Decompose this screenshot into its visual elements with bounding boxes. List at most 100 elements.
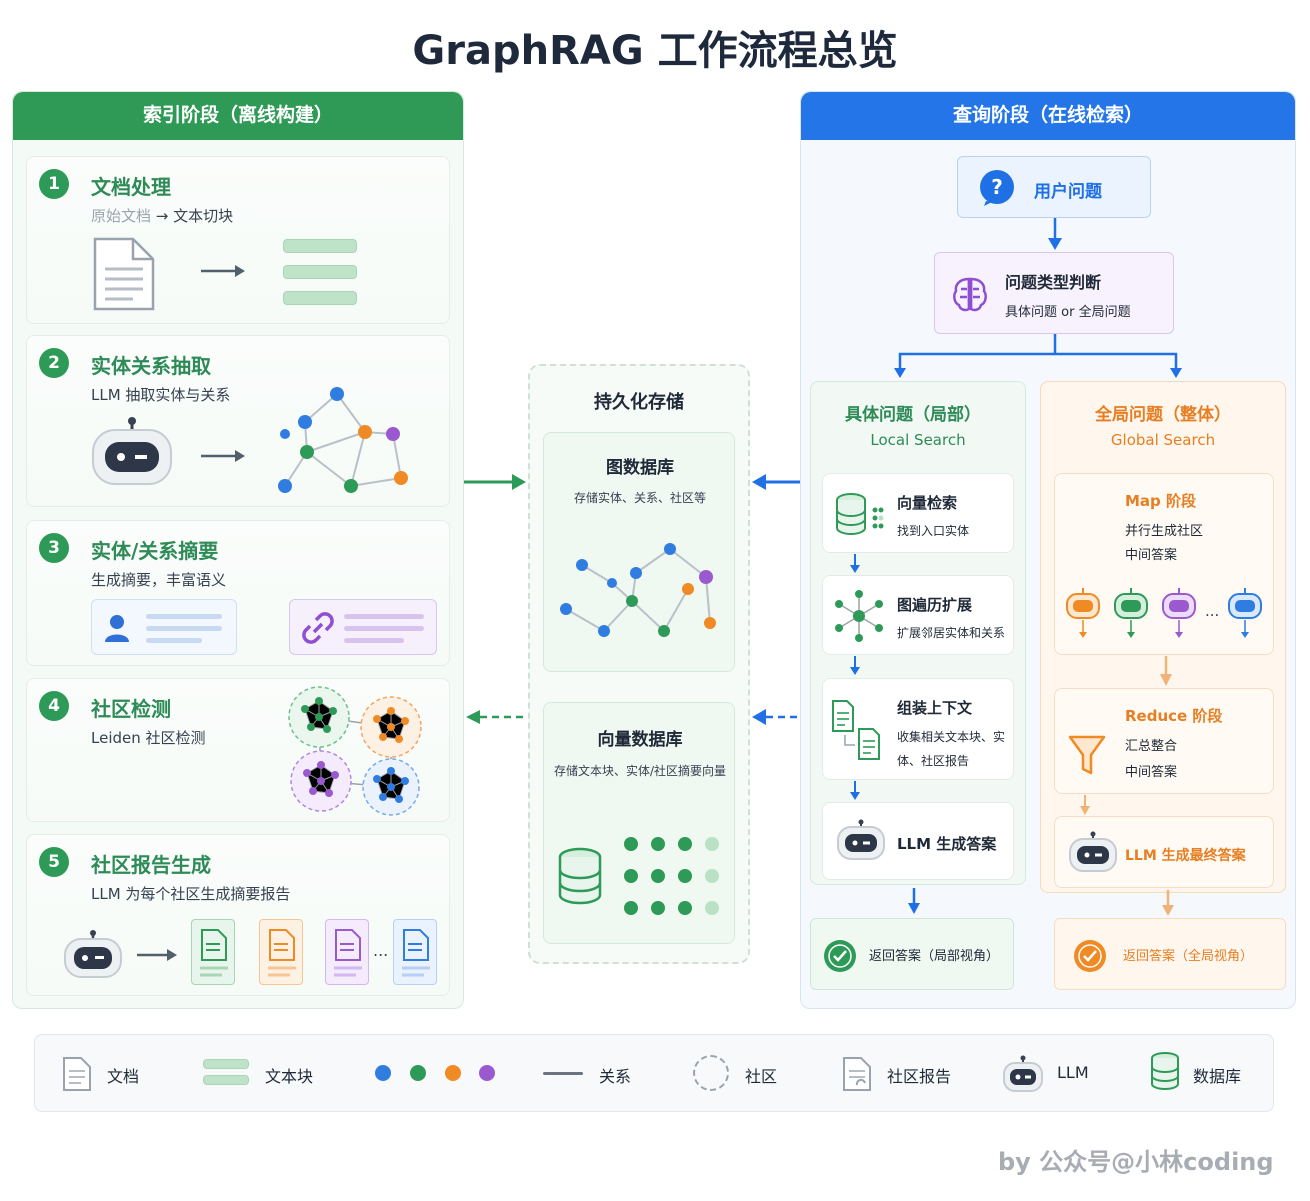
step-title: 实体关系抽取: [91, 354, 211, 378]
map-title: Map 阶段: [1125, 492, 1197, 510]
robot-icon: [1069, 831, 1117, 872]
step-document-processing: 1 文档处理 原始文档 → 文本切块: [26, 156, 450, 324]
text-chunk: [283, 291, 357, 305]
indexing-header: 索引阶段（离线构建）: [13, 92, 463, 140]
step-subtitle: LLM 为每个社区生成摘要报告: [91, 885, 291, 903]
legend-community: 社区: [745, 1067, 778, 1086]
chunk-label: 文本切块: [173, 207, 234, 225]
community-report-green: [191, 919, 235, 985]
community-clusters-icon: [288, 686, 422, 816]
step-community-report: 5 社区报告生成 LLM 为每个社区生成摘要报告 ...: [26, 834, 450, 996]
arrow-down-icon: [1160, 656, 1172, 686]
user-icon: [105, 615, 129, 642]
global-answer-box: 返回答案（全局视角）: [1054, 918, 1286, 990]
text-chunk: [283, 265, 357, 279]
robot-icon: [837, 819, 885, 860]
local-answer-box: 返回答案（局部视角）: [810, 918, 1014, 990]
step-title: 图遍历扩展: [897, 596, 973, 614]
arrow-down-icon: [1162, 890, 1174, 916]
watermark: by 公众号@小林coding: [998, 1148, 1274, 1176]
reduce-sub1: 汇总整合: [1125, 739, 1178, 754]
local-step-llm-answer: LLM 生成答案: [822, 802, 1014, 880]
step-sub: 找到入口实体: [897, 524, 970, 538]
step-sub: 收集相关文本块、实体、社区报告: [897, 730, 1006, 768]
map-sub1: 并行生成社区: [1125, 524, 1204, 539]
parallel-robots-icon: [1066, 588, 1262, 638]
storage-title: 持久化存储: [594, 392, 684, 413]
raw-doc-label: 原始文档: [91, 207, 152, 225]
legend: 文档 文本块 关系 社区 社区报告 LLM 数据库: [34, 1034, 1274, 1112]
arrow-down-icon: [850, 781, 860, 800]
legend-text-chunk: 文本块: [265, 1067, 314, 1086]
step-entity-extraction: 2 实体关系抽取 LLM 抽取实体与关系: [26, 335, 450, 507]
arrow-down-icon: [850, 554, 860, 573]
arrow-storage-to-index: [466, 710, 528, 724]
link-icon: [302, 612, 334, 644]
step-title: LLM 生成答案: [897, 835, 997, 853]
step-title: 社区检测: [91, 697, 171, 721]
local-title: 具体问题（局部）: [845, 405, 981, 425]
arrow-down-icon: [1080, 795, 1090, 815]
robot-icon: [1003, 1055, 1043, 1092]
step-community-detection: 4 社区检测 Leiden 社区检测: [26, 678, 450, 822]
relation-line-icon: [543, 1072, 583, 1075]
graph-db-card: 图数据库 存储实体、关系、社区等: [543, 432, 735, 672]
step-title: 向量检索: [897, 494, 958, 512]
legend-llm: LLM: [1057, 1063, 1089, 1082]
local-step-graph-traversal: 图遍历扩展 扩展邻居实体和关系: [822, 575, 1014, 655]
legend-relation: 关系: [599, 1067, 632, 1086]
global-title: 全局问题（整体）: [1095, 405, 1231, 425]
graph-db-title: 图数据库: [606, 458, 674, 478]
step-title: 组装上下文: [897, 699, 973, 717]
context-docs-icon: [832, 700, 880, 760]
final-llm-label: LLM 生成最终答案: [1125, 848, 1246, 864]
arrow-icon: →: [155, 207, 169, 225]
graph-icon: [560, 543, 716, 637]
reduce-title: Reduce 阶段: [1125, 707, 1223, 725]
relation-summary-card: [289, 599, 437, 655]
arrow-right-icon: [201, 265, 245, 277]
graph-traversal-icon: [835, 590, 883, 642]
step-number: 2: [39, 348, 69, 378]
branch-connector: [894, 334, 1182, 378]
arrow-index-to-storage: [464, 474, 526, 490]
step-subtitle: LLM 抽取实体与关系: [91, 386, 231, 404]
knowledge-graph-icon: [278, 387, 408, 493]
arrow-down-icon: [1048, 218, 1062, 250]
legend-document: 文档: [107, 1067, 140, 1086]
community-report-blue: [393, 919, 437, 985]
database-icon: [1151, 1052, 1179, 1090]
map-sub2: 中间答案: [1125, 548, 1178, 563]
local-step-vector-search: 向量检索 找到入口实体: [822, 473, 1014, 553]
graph-db-desc: 存储实体、关系、社区等: [573, 491, 706, 505]
legend-database: 数据库: [1193, 1067, 1242, 1086]
community-report-purple: [325, 919, 369, 985]
robot-icon: [64, 930, 122, 978]
brain-icon: [953, 277, 987, 312]
step-title: 实体/关系摘要: [91, 539, 219, 563]
question-type-box: 问题类型判断 具体问题 or 全局问题: [934, 252, 1174, 334]
page-title: GraphRAG 工作流程总览: [412, 28, 898, 74]
local-answer-label: 返回答案（局部视角）: [869, 949, 1000, 964]
entity-summary-card: [91, 599, 237, 655]
step-number: 3: [39, 533, 69, 563]
step-summary: 3 实体/关系摘要 生成摘要，丰富语义: [26, 520, 450, 666]
step-sub: 扩展邻居实体和关系: [897, 626, 1006, 640]
legend-community-report: 社区报告: [887, 1067, 952, 1086]
check-icon: [824, 940, 856, 972]
step-number: 4: [39, 691, 69, 721]
funnel-icon: [1068, 735, 1106, 775]
text-chunk-icon: [203, 1059, 249, 1069]
arrow-down-icon: [908, 888, 920, 914]
arrow-down-icon: [850, 656, 860, 675]
map-phase-card: Map 阶段 并行生成社区 中间答案 ...: [1054, 473, 1274, 655]
question-icon: ?: [980, 170, 1014, 206]
step-number: 1: [39, 169, 69, 199]
final-llm-card: LLM 生成最终答案: [1054, 816, 1274, 888]
local-subtitle: Local Search: [870, 431, 966, 449]
vector-db-card: 向量数据库 存储文本块、实体/社区摘要向量: [543, 702, 735, 944]
user-question-box: ? 用户问题: [957, 156, 1151, 218]
step-number: 5: [39, 847, 69, 877]
document-icon: [63, 1057, 91, 1091]
vector-db-title: 向量数据库: [597, 730, 683, 750]
